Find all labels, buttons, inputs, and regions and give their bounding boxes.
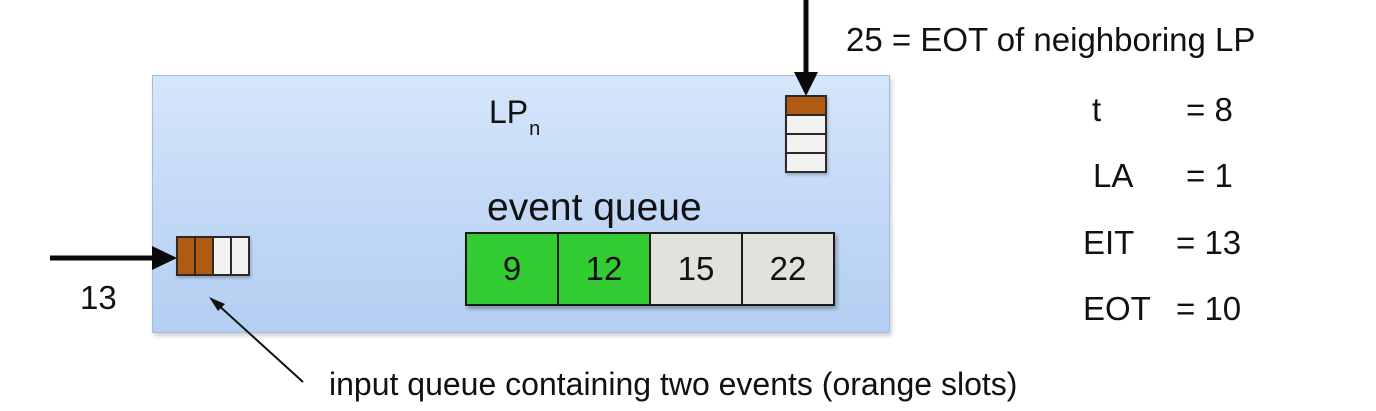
var-value-la: = 1 — [1186, 157, 1233, 194]
event-cell: 15 — [649, 232, 743, 306]
incoming-event-value: 13 — [80, 279, 117, 316]
lp-label: LPn — [489, 94, 540, 147]
input-queue — [176, 236, 250, 276]
var-name-t: t — [1092, 91, 1102, 128]
event-queue: 9 12 15 22 — [465, 232, 835, 306]
event-value: 12 — [585, 250, 623, 287]
event-cell: 22 — [741, 232, 835, 306]
neighbor-queue-slot — [785, 133, 827, 154]
var-value-t: = 8 — [1186, 91, 1233, 128]
input-queue-slot — [212, 236, 232, 276]
input-queue-slot — [230, 236, 250, 276]
var-name-eot: EOT — [1083, 290, 1151, 327]
neighbor-queue-slot — [785, 114, 827, 135]
event-queue-label: event queue — [487, 186, 702, 229]
neighbor-eot-label: 25 = EOT of neighboring LP — [846, 21, 1256, 58]
input-queue-caption: input queue containing two events (orang… — [329, 366, 1018, 402]
var-value-eot: = 10 — [1176, 290, 1242, 327]
neighbor-queue-slot — [785, 95, 827, 116]
lp-subscript: n — [529, 118, 541, 140]
input-queue-slot — [194, 236, 214, 276]
var-name-la: LA — [1093, 157, 1134, 194]
event-cell: 9 — [465, 232, 559, 306]
event-cell: 12 — [557, 232, 651, 306]
event-value: 22 — [769, 250, 807, 287]
event-value: 15 — [677, 250, 715, 287]
lp-name: LP — [489, 94, 529, 130]
var-value-eit: = 13 — [1176, 224, 1242, 261]
input-queue-slot — [176, 236, 196, 276]
event-value: 9 — [502, 250, 522, 287]
neighbor-queue-slot — [785, 152, 827, 173]
var-name-eit: EIT — [1083, 224, 1135, 261]
neighbor-input-queue — [785, 95, 827, 173]
